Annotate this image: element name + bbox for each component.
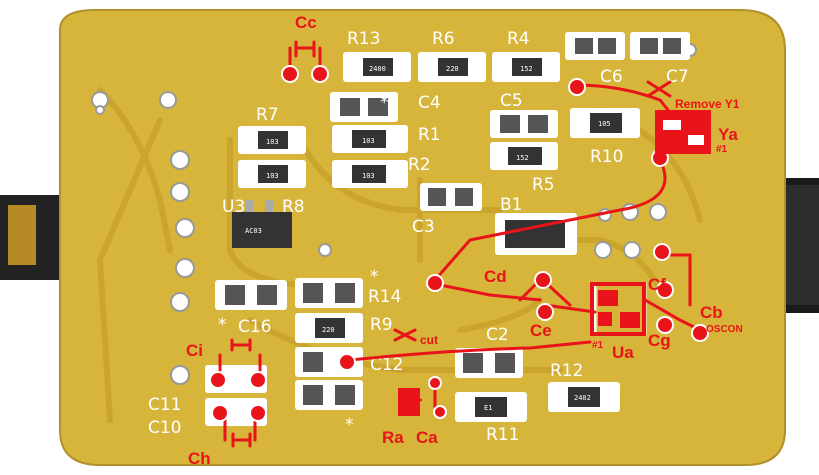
label-u3: U3 <box>222 197 245 217</box>
star-4: * <box>345 415 354 435</box>
annot-cg: Cg <box>648 331 671 350</box>
ya-block <box>655 110 711 154</box>
label-r11: R11 <box>486 425 519 445</box>
label-r8: R8 <box>282 197 305 217</box>
label-c16: C16 <box>238 317 272 337</box>
annot-cc: Cc <box>295 13 317 32</box>
r12-code: 2402 <box>574 394 591 402</box>
r11-code: E1 <box>484 404 492 412</box>
r6-code: 220 <box>446 65 459 73</box>
annot-oscon: OSCON <box>706 324 743 335</box>
r2-code: 103 <box>362 172 375 180</box>
annot-ya: Ya <box>718 125 738 144</box>
label-c2: C2 <box>486 325 509 345</box>
label-r10: R10 <box>590 147 623 167</box>
label-c11: C11 <box>148 395 182 415</box>
r5-code: 152 <box>516 154 529 162</box>
label-c6: C6 <box>600 67 623 87</box>
label-r5: R5 <box>532 175 555 195</box>
annot-ra: Ra <box>382 428 404 447</box>
annot-ca: Ca <box>416 428 438 447</box>
star-2: * <box>218 315 227 335</box>
label-r12: R12 <box>550 361 583 381</box>
r13-code: 2400 <box>369 65 386 73</box>
annot-ya-pin: #1 <box>716 144 728 155</box>
annot-remove-y1: Remove Y1 <box>675 97 740 111</box>
annot-cb: Cb <box>700 303 723 322</box>
chip-markings: 2400 220 152 103 103 103 103 105 152 AC0… <box>245 65 611 412</box>
annot-ua-pin: #1 <box>592 340 604 351</box>
star-3: * <box>380 93 389 113</box>
star-1: * <box>370 267 379 287</box>
label-r7: R7 <box>256 105 279 125</box>
u3-code: AC03 <box>245 227 262 235</box>
annot-ch: Ch <box>188 449 211 468</box>
label-c3: C3 <box>412 217 435 237</box>
label-b1: B1 <box>500 195 522 215</box>
ua-outline <box>590 282 646 336</box>
annot-ci: Ci <box>186 341 203 360</box>
red-annotations: Cc Remove Y1 Ya #1 Cd Ce Cf Cb OSCON Cg … <box>186 13 743 468</box>
label-r13: R13 <box>347 29 380 49</box>
label-r2: R2 <box>408 155 431 175</box>
silkscreen-labels: R13 R6 R4 R7 C4 R1 C5 C6 C7 R2 R10 R5 U3… <box>148 29 689 445</box>
label-r1: R1 <box>418 125 441 145</box>
annot-cd: Cd <box>484 267 507 286</box>
r10-code: 105 <box>598 120 611 128</box>
annot-cut: cut <box>420 333 438 347</box>
r4-code: 152 <box>520 65 533 73</box>
label-c5: C5 <box>500 91 523 111</box>
label-r6: R6 <box>432 29 455 49</box>
annot-ce: Ce <box>530 321 552 340</box>
label-r14: R14 <box>368 287 401 307</box>
r9-code: 220 <box>322 326 335 334</box>
label-c12: C12 <box>370 355 404 375</box>
ra-ca-cluster <box>398 388 420 416</box>
label-c10: C10 <box>148 418 182 438</box>
label-c4: C4 <box>418 93 441 113</box>
label-r4: R4 <box>507 29 530 49</box>
annot-ua: Ua <box>612 343 634 362</box>
r7-code: 103 <box>266 138 279 146</box>
r1-code: 103 <box>362 137 375 145</box>
label-r9: R9 <box>370 315 393 335</box>
label-c7: C7 <box>666 67 689 87</box>
annot-cf: Cf <box>648 275 666 294</box>
r8-code: 103 <box>266 172 279 180</box>
